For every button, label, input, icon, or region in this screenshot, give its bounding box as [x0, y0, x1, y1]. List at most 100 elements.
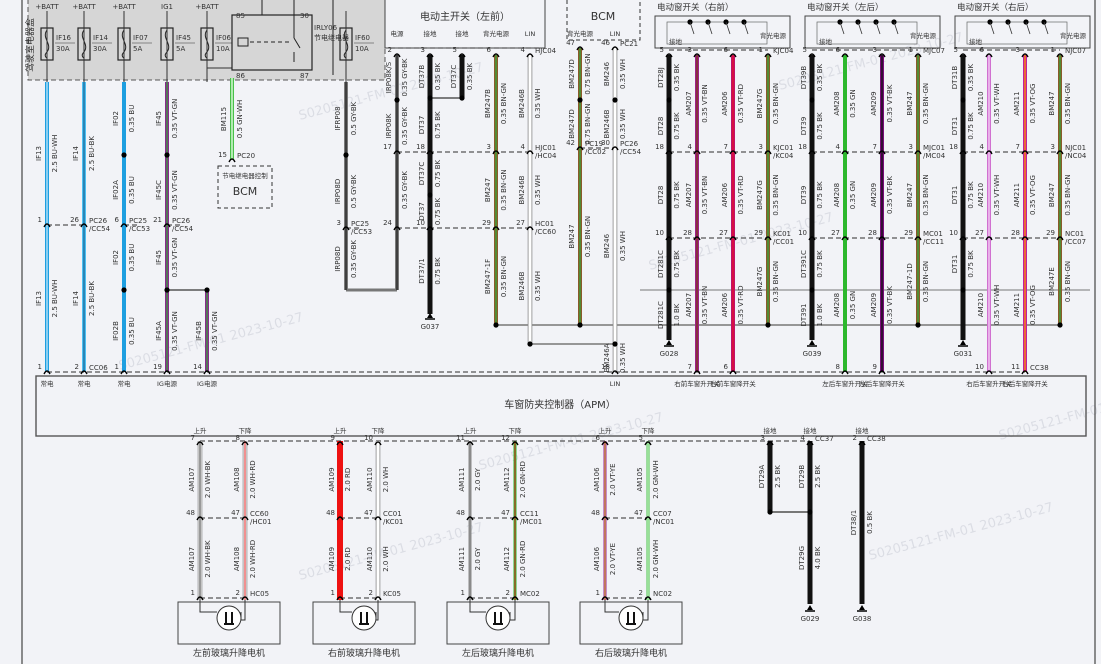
- circuit-id: AM210: [977, 91, 985, 115]
- pin-number: 11: [456, 434, 465, 442]
- circuit-id: AM206: [721, 182, 729, 207]
- terminal-icon: [766, 441, 774, 446]
- terminal-icon: [841, 53, 849, 58]
- fuse-rating: 10A: [355, 45, 369, 53]
- line: [839, 21, 845, 35]
- wire-spec: 0.75 BK: [434, 159, 442, 187]
- circuit-id: AM208: [833, 293, 841, 317]
- terminal-icon: [878, 370, 886, 375]
- terminal-icon: [764, 150, 772, 155]
- pin-number: 1: [909, 46, 913, 54]
- connector-id-part: /CC01: [773, 238, 794, 246]
- circuit-id: IF45C: [155, 180, 163, 200]
- connector-id: KC05: [383, 590, 401, 598]
- wire-spec: 2.0 GN-WH: [652, 460, 660, 498]
- circuit-id: BM246A: [603, 343, 611, 372]
- circuit-id: IF02: [112, 250, 120, 265]
- terminal-icon: [196, 441, 204, 446]
- circuit-id: IFRP08: [334, 106, 342, 130]
- pin-number: 3: [873, 46, 877, 54]
- apm-bottom-pin-label: 下降: [509, 426, 523, 435]
- connector-id-part: NC01: [1065, 230, 1084, 238]
- pin-number: 30: [601, 139, 610, 147]
- splice-dot: [612, 341, 618, 347]
- pin-number: 6: [596, 434, 601, 442]
- circuit-id: AM105: [636, 547, 644, 571]
- wire-spec: 0.35 VT-BK: [886, 84, 894, 122]
- apm-top-pin-label: 右前车窗升开关: [674, 379, 720, 388]
- ground-label: G029: [801, 615, 820, 623]
- wire-spec: 0.35 VT-BN: [701, 84, 709, 123]
- fuse-supply-label: +BATT: [72, 3, 96, 11]
- ground-label: G028: [660, 350, 679, 358]
- pin-number: 21: [153, 216, 162, 224]
- wire-spec: 0.35 VT-WH: [993, 175, 1001, 216]
- wire-spec: 0.35 VT-BK: [886, 176, 894, 214]
- circuit-id: AM112: [503, 547, 511, 571]
- connector-id: CC60/HC01: [250, 510, 271, 526]
- wire-spec: 2.0 RD: [344, 547, 352, 571]
- wire-spec: 0.35 BN-GN: [1064, 261, 1072, 302]
- terminal-icon: [196, 596, 204, 601]
- pin-number: 47: [364, 509, 373, 517]
- wire-spec: 0.35 BK: [816, 63, 824, 91]
- splice-dot: [204, 287, 210, 293]
- apm-top-pin-label: IG电源: [197, 379, 217, 388]
- wire-spec: 2.0 WH: [382, 467, 390, 493]
- terminal-icon: [1056, 53, 1064, 58]
- terminal-icon: [808, 53, 816, 58]
- apm-top-pin-label: 常电: [78, 379, 92, 388]
- line: [857, 21, 863, 35]
- connector-id-part: CC01: [383, 510, 402, 518]
- wire-spec: 2.5 BU-WH: [51, 280, 59, 318]
- wire-spec: 0.35 BK: [967, 63, 975, 91]
- splice-dot: [164, 287, 170, 293]
- main-switch-pin-label: 接地: [424, 29, 438, 38]
- fuse-rating: 5A: [133, 45, 142, 53]
- wire-spec: 4.0 BK: [814, 546, 822, 569]
- terminal-icon: [841, 150, 849, 155]
- connector-id: MJC07: [923, 47, 945, 55]
- connector-id-part: PC25: [129, 217, 147, 225]
- wire-spec: 0.75 BK: [673, 181, 681, 209]
- line: [893, 21, 899, 35]
- terminal-icon: [878, 150, 886, 155]
- wire-spec: 0.35 VT-GN: [171, 238, 179, 278]
- pin-number: 8: [836, 363, 840, 371]
- circuit-id: DT31: [951, 186, 959, 205]
- pin-number: 4: [521, 143, 526, 151]
- terminal-icon: [959, 150, 967, 155]
- terminal-icon: [601, 516, 609, 521]
- fuse-supply-label: +BATT: [112, 3, 136, 11]
- wire-spec: 1.0 BK: [673, 303, 681, 326]
- motor-icon: [216, 605, 242, 631]
- pin-number: 26: [70, 216, 79, 224]
- connector-id: MC01/CC11: [923, 230, 944, 246]
- main-switch-pin-label: LIN: [525, 30, 536, 38]
- pin-number: 7: [1016, 143, 1020, 151]
- splice-dot: [164, 152, 170, 158]
- circuit-id: DT37/1: [418, 258, 426, 283]
- terminal-icon: [526, 226, 534, 231]
- splice-dot: [459, 95, 465, 101]
- ground-icon: [809, 340, 815, 345]
- circuit-id: DT31: [951, 255, 959, 274]
- window-motor: 右后玻璃升降电机: [579, 600, 683, 659]
- connector-id: MJC01/MC04: [923, 144, 946, 160]
- wire-spec: 2.0 GY: [474, 467, 482, 490]
- circuit-id: AM209: [870, 293, 878, 317]
- connector-id-part: /CC60: [535, 228, 556, 236]
- terminal-icon: [693, 53, 701, 58]
- terminal-icon: [601, 441, 609, 446]
- terminal-icon: [241, 596, 249, 601]
- connector-id-part: /KC01: [383, 518, 403, 526]
- terminal-icon: [601, 596, 609, 601]
- window-switch-box: [804, 15, 941, 49]
- bcm-saver-box: [217, 165, 273, 209]
- wire-spec: 0.35 WH: [619, 343, 627, 373]
- pin-number: 48: [186, 509, 195, 517]
- wire-spec: 0.35 VT-OG: [1029, 285, 1037, 325]
- terminal-icon: [806, 441, 814, 446]
- pin-number: 3: [487, 143, 491, 151]
- connector-id-part: PC26: [620, 140, 639, 148]
